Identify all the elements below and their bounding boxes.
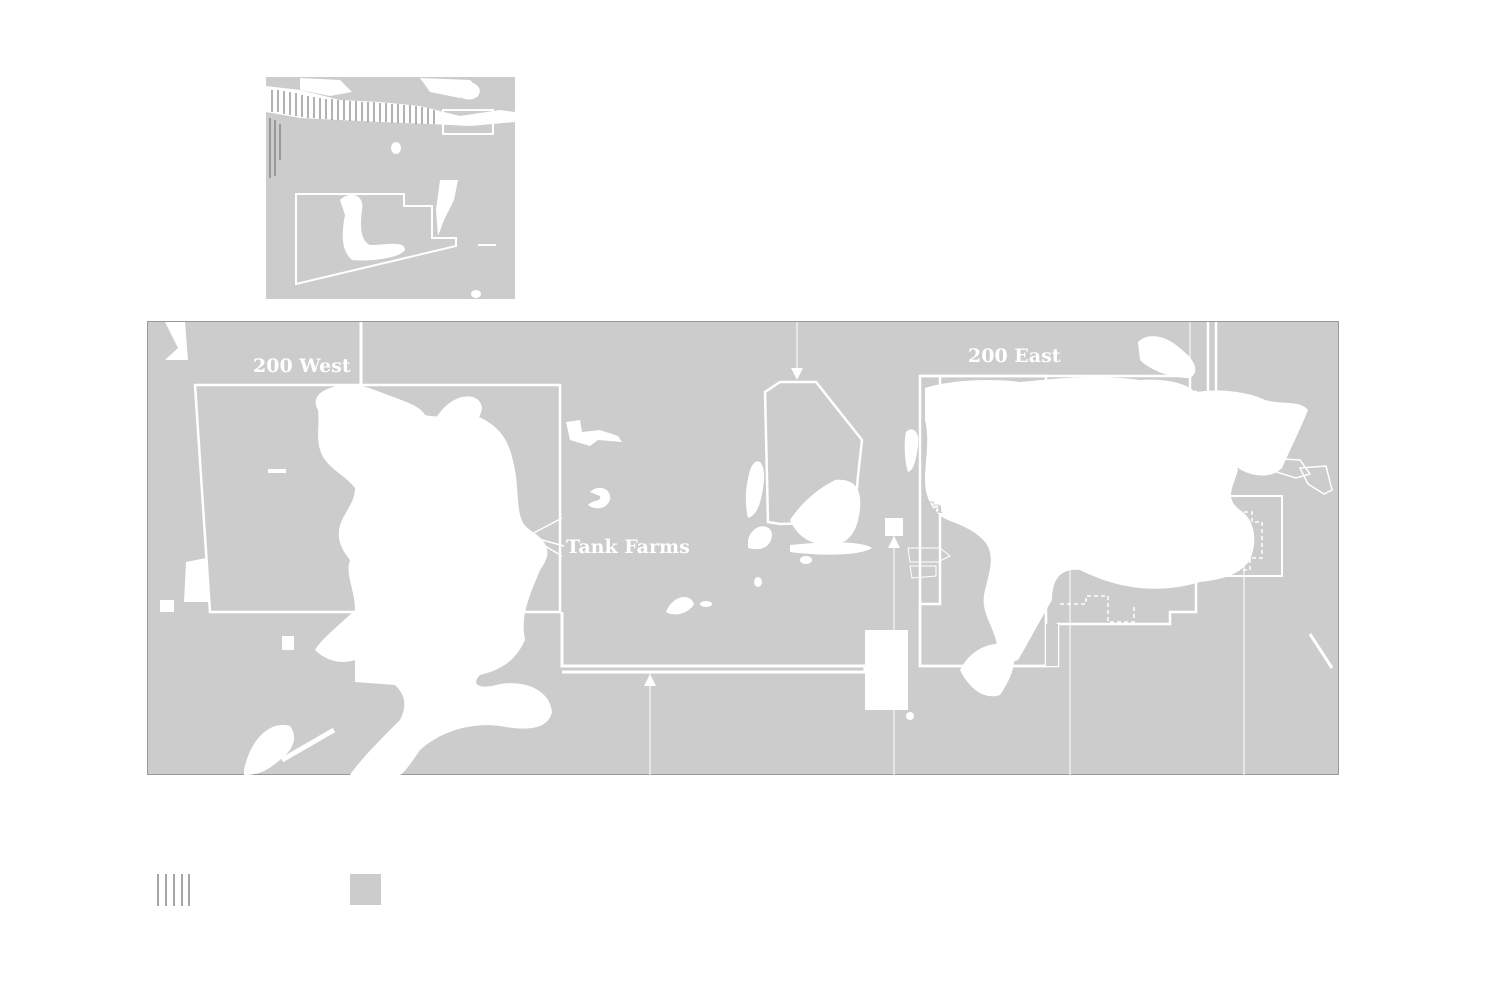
main-map: 200 West 200 East Tank Farms Ta xyxy=(147,321,1339,775)
boundary-east-block xyxy=(1185,495,1283,577)
label-tank-farms: Tank Farms xyxy=(566,536,690,558)
legend-swatch-land xyxy=(350,874,381,905)
inset-hatch xyxy=(271,90,435,124)
arrow-down-1 xyxy=(791,368,803,380)
inset-map xyxy=(266,77,515,299)
boundary-central xyxy=(763,380,864,526)
arrow-up-1 xyxy=(644,674,656,686)
contamination-plume-200-west xyxy=(315,384,552,775)
facility-marker xyxy=(885,518,903,536)
inset-river xyxy=(266,86,515,126)
inset-locator-arrow xyxy=(493,112,502,122)
legend-swatch-hatch xyxy=(157,874,190,906)
inset-locator-box xyxy=(442,109,494,135)
arrow-up-3 xyxy=(1064,556,1076,568)
inset-site-boundary xyxy=(295,193,457,286)
label-200-east: 200 East xyxy=(968,345,1061,367)
boundary-200-west xyxy=(193,383,562,614)
legend xyxy=(157,874,381,906)
label-tank-farms-east: Ta xyxy=(922,498,943,517)
label-200-west: 200 West xyxy=(253,355,351,377)
arrow-up-2 xyxy=(888,536,900,548)
arrow-up-4 xyxy=(1238,548,1250,560)
inset-hatch-left xyxy=(269,118,281,178)
